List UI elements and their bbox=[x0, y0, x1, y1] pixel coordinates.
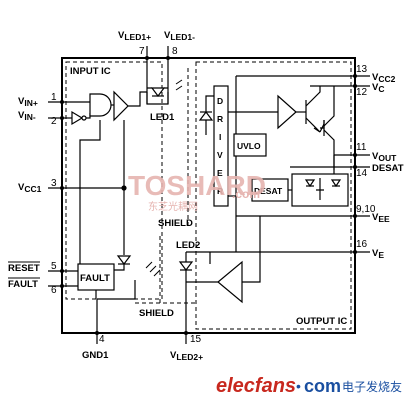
svg-text:东芝光耦网: 东芝光耦网 bbox=[148, 200, 198, 213]
elecfans-watermark: elecfans • com 电子发烧友 bbox=[216, 375, 402, 397]
pin-gnd1: 4 GND1 bbox=[82, 299, 109, 361]
svg-text:com: com bbox=[304, 376, 341, 396]
pin-vin-plus: VIN+ 1 bbox=[18, 92, 90, 108]
pin-vled2-plus: 15 VLED2+ bbox=[170, 282, 203, 362]
svg-text:E: E bbox=[217, 168, 223, 178]
svg-text:VIN+: VIN+ bbox=[18, 96, 38, 108]
svg-text:•: • bbox=[296, 378, 301, 394]
svg-text:VC: VC bbox=[372, 82, 384, 94]
svg-text:V: V bbox=[217, 150, 223, 160]
output-logic bbox=[186, 76, 349, 304]
svg-text:R: R bbox=[217, 186, 223, 196]
svg-text:6: 6 bbox=[51, 285, 57, 296]
svg-text:5: 5 bbox=[51, 261, 57, 272]
svg-text:13: 13 bbox=[356, 64, 368, 75]
svg-text:elecfans: elecfans bbox=[216, 375, 296, 397]
svg-text:11: 11 bbox=[356, 142, 367, 153]
pin-vin-minus: VIN- 2 bbox=[18, 110, 64, 127]
led2-symbol bbox=[178, 251, 210, 282]
svg-text:VOUT: VOUT bbox=[372, 151, 397, 163]
input-logic bbox=[62, 90, 147, 300]
pin-vled1-plus: VLED1+ 7 bbox=[118, 30, 151, 104]
svg-text:3: 3 bbox=[51, 178, 57, 189]
led1-label: LED1 bbox=[150, 112, 175, 123]
svg-text:4: 4 bbox=[99, 334, 105, 345]
led1-symbol bbox=[146, 87, 169, 105]
svg-text:15: 15 bbox=[190, 334, 202, 345]
pin-vcc1: VCC1 3 bbox=[18, 178, 124, 194]
svg-text:VIN-: VIN- bbox=[18, 110, 36, 122]
pin-desat: 14 DESAT bbox=[290, 163, 404, 179]
svg-text:VEE: VEE bbox=[372, 212, 390, 224]
package-outline bbox=[61, 57, 356, 334]
pin-vout: 11 VOUT bbox=[334, 142, 397, 163]
svg-text:电子发烧友: 电子发烧友 bbox=[342, 379, 402, 394]
svg-text:16: 16 bbox=[356, 239, 368, 250]
svg-text:R: R bbox=[217, 114, 223, 124]
uvlo-label: UVLO bbox=[237, 141, 261, 151]
pin-vc: 12 VC bbox=[310, 82, 384, 98]
svg-text:RESET: RESET bbox=[8, 263, 40, 274]
svg-text:I: I bbox=[219, 132, 221, 142]
led2-arrows bbox=[145, 261, 161, 277]
svg-text:VLED1-: VLED1- bbox=[164, 30, 195, 42]
led2-label: LED2 bbox=[176, 240, 200, 251]
output-ic-label: OUTPUT IC bbox=[296, 316, 347, 327]
svg-text:.com: .com bbox=[232, 187, 260, 201]
output-ic-block bbox=[195, 61, 352, 330]
svg-text:9,10: 9,10 bbox=[356, 204, 376, 215]
shield-label-2: SHIELD bbox=[139, 308, 174, 319]
pin-vee: 9,10 VEE bbox=[236, 204, 390, 224]
led1-arrows bbox=[175, 79, 183, 91]
svg-text:D: D bbox=[217, 96, 223, 106]
driver-label: D R I V E R bbox=[217, 96, 223, 196]
shield-label-1: SHIELD bbox=[158, 218, 193, 229]
svg-text:14: 14 bbox=[356, 168, 368, 179]
svg-text:DESAT: DESAT bbox=[372, 163, 404, 174]
desat-block-label: DESAT bbox=[254, 186, 283, 196]
svg-text:VCC2: VCC2 bbox=[372, 72, 396, 84]
svg-text:TOSHARD: TOSHARD bbox=[128, 170, 266, 201]
pin-vled1-minus: VLED1- 8 bbox=[164, 30, 195, 104]
input-ic-label: INPUT IC bbox=[70, 66, 111, 77]
svg-text:VCC1: VCC1 bbox=[18, 182, 42, 194]
toshard-watermark: TOSHARD .com 东芝光耦网 bbox=[128, 170, 266, 213]
svg-text:VLED2+: VLED2+ bbox=[170, 350, 203, 362]
fault-block-label: FAULT bbox=[80, 273, 110, 284]
svg-text:2: 2 bbox=[51, 116, 57, 127]
pin-fault: FAULT 6 bbox=[8, 277, 78, 296]
svg-text:GND1: GND1 bbox=[82, 350, 109, 361]
svg-text:8: 8 bbox=[172, 46, 178, 57]
pin-ve: 16 VE bbox=[210, 239, 384, 260]
pin-vcc2: 13 VCC2 bbox=[236, 64, 396, 84]
pin-reset: RESET 5 bbox=[8, 261, 78, 274]
svg-text:7: 7 bbox=[139, 46, 145, 57]
svg-text:VLED1+: VLED1+ bbox=[118, 30, 151, 42]
svg-text:12: 12 bbox=[356, 87, 368, 98]
svg-text:VE: VE bbox=[372, 248, 384, 260]
svg-text:1: 1 bbox=[51, 92, 57, 103]
svg-text:FAULT: FAULT bbox=[8, 279, 38, 290]
